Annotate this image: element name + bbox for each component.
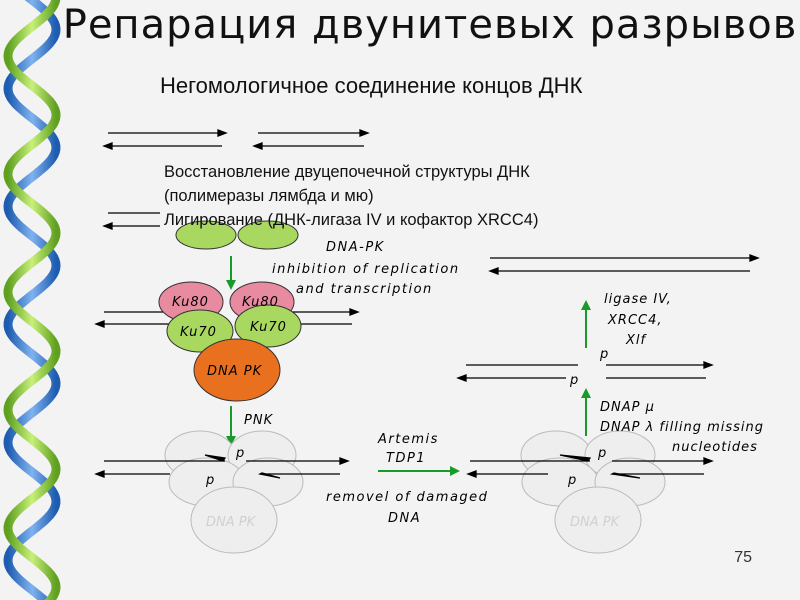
ku70-right-label: Ku70	[250, 320, 287, 335]
p-label-1: p	[235, 446, 244, 461]
ligase-label: ligase IV,	[604, 292, 672, 307]
xlf-label: Xlf	[625, 333, 648, 348]
p-label-2: p	[205, 473, 214, 488]
dna-pk-blob	[193, 338, 281, 402]
dnap-mu-label: DNAP μ	[600, 400, 655, 415]
repaired-dna	[488, 254, 760, 275]
text-line-3: Лигирование (ДНК-лигаза IV и кофактор XR…	[164, 211, 539, 229]
ku70-partial-right	[237, 220, 299, 250]
p-label-6: p	[599, 347, 608, 362]
removal-dna-label: DNA	[388, 511, 421, 526]
ghost-complex-right	[520, 430, 666, 554]
dna-pk-label: DNA PK	[207, 364, 263, 379]
helix-strand	[3, 0, 61, 600]
page-title: Репарация двунитевых разрывов	[62, 2, 798, 48]
green-arrow-down-2	[226, 406, 236, 446]
text-line-1: Восстановление двуцепочечной структуры Д…	[164, 163, 530, 181]
ku80-left-label: Ku80	[172, 295, 209, 310]
green-arrow-down-1	[226, 256, 236, 290]
inhibition-label: inhibition of replication	[272, 262, 460, 277]
page-number: 75	[734, 549, 752, 566]
xrcc4-label: XRCC4,	[607, 313, 663, 328]
nucleotides-label: nucleotides	[672, 440, 758, 455]
dnap-lambda-label: DNAP λ filling missing	[600, 420, 764, 435]
p-label-4: p	[567, 473, 576, 488]
tdp1-label: TDP1	[386, 451, 426, 466]
ku70-right	[234, 304, 302, 348]
ghost-complex-left	[164, 430, 304, 554]
p-label-3: p	[597, 446, 606, 461]
dnapk-label: DNA-PK	[326, 240, 385, 255]
green-arrow-up-1	[581, 388, 591, 436]
text-line-2: (полимеразы лямбда и мю)	[164, 187, 374, 205]
ku70-left	[166, 309, 234, 353]
page-subtitle: Негомологичное соединение концов ДНК	[160, 73, 583, 98]
removal-label: removel of damaged	[326, 490, 488, 505]
artemis-label: Artemis	[377, 432, 439, 447]
ghost-dna-pk-right-label: DNA PK	[570, 515, 621, 530]
ku80-right-label: Ku80	[242, 295, 279, 310]
ku70-left-label: Ku70	[180, 325, 217, 340]
dna-break-ends-top	[102, 129, 370, 150]
p-label-5: p	[569, 373, 578, 388]
green-arrow-up-2	[581, 300, 591, 348]
pnk-label: PNK	[244, 413, 274, 428]
green-arrow-right	[378, 466, 460, 476]
helix-strand	[3, 0, 61, 600]
ku70-partial-left	[175, 220, 237, 250]
transcription-label: and transcription	[296, 282, 433, 297]
ghost-dna-pk-left-label: DNA PK	[206, 515, 257, 530]
